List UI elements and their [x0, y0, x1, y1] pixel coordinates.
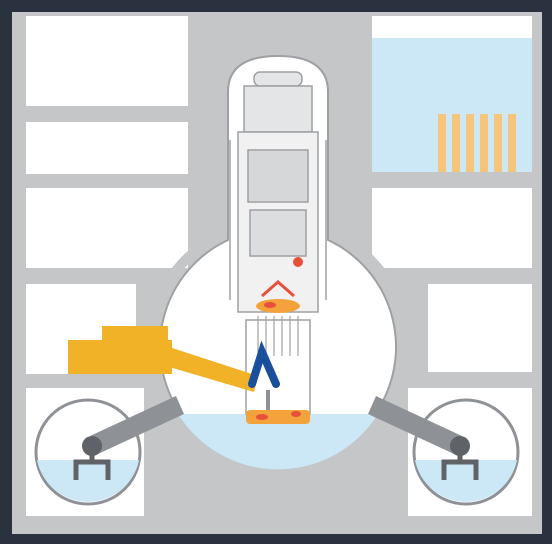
- room: [372, 188, 532, 268]
- room: [26, 122, 188, 174]
- fuel-rod: [480, 114, 488, 172]
- fuel-rod: [438, 114, 446, 172]
- vessel-debris: [256, 299, 300, 313]
- pedestal-debris-hot: [256, 414, 268, 420]
- crane-cab: [102, 326, 168, 342]
- vessel-internals: [248, 150, 308, 202]
- room: [26, 16, 188, 106]
- pedestal-debris: [246, 410, 310, 424]
- room: [428, 284, 532, 372]
- fuel-rod: [466, 114, 474, 172]
- fuel-rod: [508, 114, 516, 172]
- vessel-debris-hot: [264, 302, 276, 308]
- vessel-upper: [244, 86, 312, 132]
- vessel-camera-icon: [293, 257, 303, 267]
- fuel-rod: [452, 114, 460, 172]
- room: [26, 188, 188, 268]
- vessel-head: [254, 72, 302, 86]
- pedestal-debris-hot: [291, 411, 301, 417]
- fuel-rod: [494, 114, 502, 172]
- crane-body: [68, 340, 172, 374]
- vessel-core-barrel: [250, 210, 306, 256]
